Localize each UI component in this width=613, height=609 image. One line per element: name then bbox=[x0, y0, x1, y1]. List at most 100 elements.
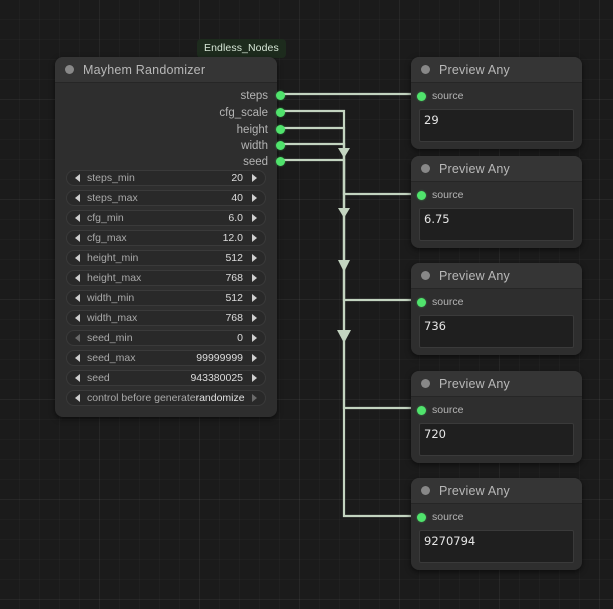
node-header[interactable]: Mayhem Randomizer bbox=[55, 57, 277, 83]
input-dot-icon[interactable] bbox=[417, 513, 426, 522]
node-header[interactable]: Preview Any bbox=[411, 57, 582, 83]
decrement-arrow-icon[interactable] bbox=[75, 374, 80, 382]
output-dot-icon[interactable] bbox=[276, 91, 285, 100]
increment-arrow-icon[interactable] bbox=[252, 334, 257, 342]
node-preview-any-1[interactable]: Preview Any source 29 bbox=[411, 57, 582, 149]
widget-seed-min[interactable]: seed_min 0 bbox=[66, 330, 266, 346]
node-header[interactable]: Preview Any bbox=[411, 371, 582, 397]
output-slot-steps[interactable]: steps bbox=[55, 87, 285, 104]
output-dot-icon[interactable] bbox=[276, 125, 285, 134]
widget-seed[interactable]: seed 943380025 bbox=[66, 370, 266, 386]
output-dot-icon[interactable] bbox=[276, 141, 285, 150]
widget-value[interactable]: 512 bbox=[225, 252, 243, 264]
increment-arrow-icon[interactable] bbox=[252, 234, 257, 242]
input-label: source bbox=[432, 511, 464, 523]
collapse-toggle-icon[interactable] bbox=[421, 271, 430, 280]
increment-arrow-icon[interactable] bbox=[252, 294, 257, 302]
decrement-arrow-icon[interactable] bbox=[75, 254, 80, 262]
node-mayhem-randomizer[interactable]: Mayhem Randomizer steps cfg_scale height… bbox=[55, 57, 285, 417]
decrement-arrow-icon[interactable] bbox=[75, 294, 80, 302]
node-header[interactable]: Preview Any bbox=[411, 156, 582, 182]
widget-value[interactable]: 943380025 bbox=[190, 372, 243, 384]
widget-height-max[interactable]: height_max 768 bbox=[66, 270, 266, 286]
output-slot-seed[interactable]: seed bbox=[55, 153, 285, 170]
input-dot-icon[interactable] bbox=[417, 191, 426, 200]
previous-option-arrow-icon[interactable] bbox=[75, 394, 80, 402]
link-cfg-scale bbox=[271, 109, 417, 196]
increment-arrow-icon[interactable] bbox=[252, 194, 257, 202]
input-slot-source[interactable]: source bbox=[411, 402, 464, 418]
input-dot-icon[interactable] bbox=[417, 406, 426, 415]
widget-value[interactable]: 0 bbox=[237, 332, 243, 344]
decrement-arrow-icon[interactable] bbox=[75, 354, 80, 362]
decrement-arrow-icon[interactable] bbox=[75, 214, 80, 222]
node-preview-any-3[interactable]: Preview Any source 736 bbox=[411, 263, 582, 355]
output-slot-width[interactable]: width bbox=[55, 137, 285, 154]
node-header[interactable]: Preview Any bbox=[411, 478, 582, 504]
decrement-arrow-icon[interactable] bbox=[75, 174, 80, 182]
widget-value[interactable]: 40 bbox=[231, 192, 243, 204]
widget-cfg-min[interactable]: cfg_min 6.0 bbox=[66, 210, 266, 226]
widget-seed-max[interactable]: seed_max 99999999 bbox=[66, 350, 266, 366]
node-title: Preview Any bbox=[439, 62, 510, 77]
increment-arrow-icon[interactable] bbox=[252, 314, 257, 322]
widget-steps-min[interactable]: steps_min 20 bbox=[66, 170, 266, 186]
decrement-arrow-icon[interactable] bbox=[75, 194, 80, 202]
output-dot-icon[interactable] bbox=[276, 157, 285, 166]
widget-value[interactable]: 768 bbox=[225, 312, 243, 324]
node-title: Mayhem Randomizer bbox=[83, 62, 206, 77]
increment-arrow-icon[interactable] bbox=[252, 354, 257, 362]
preview-value-box[interactable]: 6.75 bbox=[419, 208, 574, 241]
widget-cfg-max[interactable]: cfg_max 12.0 bbox=[66, 230, 266, 246]
output-slot-height[interactable]: height bbox=[55, 121, 285, 138]
input-slot-source[interactable]: source bbox=[411, 294, 464, 310]
widget-value[interactable]: 6.0 bbox=[228, 212, 243, 224]
widget-label: seed_min bbox=[87, 332, 133, 344]
widget-value[interactable]: randomize bbox=[195, 392, 245, 404]
node-preview-any-2[interactable]: Preview Any source 6.75 bbox=[411, 156, 582, 248]
widget-height-min[interactable]: height_min 512 bbox=[66, 250, 266, 266]
input-slot-source[interactable]: source bbox=[411, 509, 464, 525]
collapse-toggle-icon[interactable] bbox=[421, 379, 430, 388]
increment-arrow-icon[interactable] bbox=[252, 214, 257, 222]
increment-arrow-icon[interactable] bbox=[252, 174, 257, 182]
widget-label: steps_min bbox=[87, 172, 135, 184]
widget-value[interactable]: 99999999 bbox=[196, 352, 243, 364]
preview-value-box[interactable]: 720 bbox=[419, 423, 574, 456]
increment-arrow-icon[interactable] bbox=[252, 254, 257, 262]
widget-value[interactable]: 12.0 bbox=[222, 232, 243, 244]
preview-value-box[interactable]: 9270794 bbox=[419, 530, 574, 563]
widget-width-max[interactable]: width_max 768 bbox=[66, 310, 266, 326]
increment-arrow-icon[interactable] bbox=[252, 374, 257, 382]
node-preview-any-5[interactable]: Preview Any source 9270794 bbox=[411, 478, 582, 570]
node-preview-any-4[interactable]: Preview Any source 720 bbox=[411, 371, 582, 463]
decrement-arrow-icon[interactable] bbox=[75, 234, 80, 242]
collapse-toggle-icon[interactable] bbox=[421, 486, 430, 495]
preview-value-box[interactable]: 736 bbox=[419, 315, 574, 348]
input-dot-icon[interactable] bbox=[417, 92, 426, 101]
decrement-arrow-icon[interactable] bbox=[75, 274, 80, 282]
next-option-arrow-icon[interactable] bbox=[252, 394, 257, 402]
collapse-toggle-icon[interactable] bbox=[421, 164, 430, 173]
output-dot-icon[interactable] bbox=[276, 108, 285, 117]
widget-value[interactable]: 512 bbox=[225, 292, 243, 304]
output-slot-cfg-scale[interactable]: cfg_scale bbox=[55, 104, 285, 121]
node-header[interactable]: Preview Any bbox=[411, 263, 582, 289]
input-slot-source[interactable]: source bbox=[411, 187, 464, 203]
widget-value[interactable]: 20 bbox=[231, 172, 243, 184]
increment-arrow-icon[interactable] bbox=[252, 274, 257, 282]
collapse-toggle-icon[interactable] bbox=[421, 65, 430, 74]
decrement-arrow-icon[interactable] bbox=[75, 314, 80, 322]
input-slot-source[interactable]: source bbox=[411, 88, 464, 104]
preview-value-box[interactable]: 29 bbox=[419, 109, 574, 142]
decrement-arrow-icon[interactable] bbox=[75, 334, 80, 342]
collapse-toggle-icon[interactable] bbox=[65, 65, 74, 74]
widget-width-min[interactable]: width_min 512 bbox=[66, 290, 266, 306]
input-dot-icon[interactable] bbox=[417, 298, 426, 307]
widget-steps-max[interactable]: steps_max 40 bbox=[66, 190, 266, 206]
widget-value[interactable]: 768 bbox=[225, 272, 243, 284]
node-group-badge: Endless_Nodes bbox=[197, 39, 286, 58]
widget-label: seed bbox=[87, 372, 110, 384]
widget-control-before-generate[interactable]: control before generate randomize bbox=[66, 390, 266, 406]
